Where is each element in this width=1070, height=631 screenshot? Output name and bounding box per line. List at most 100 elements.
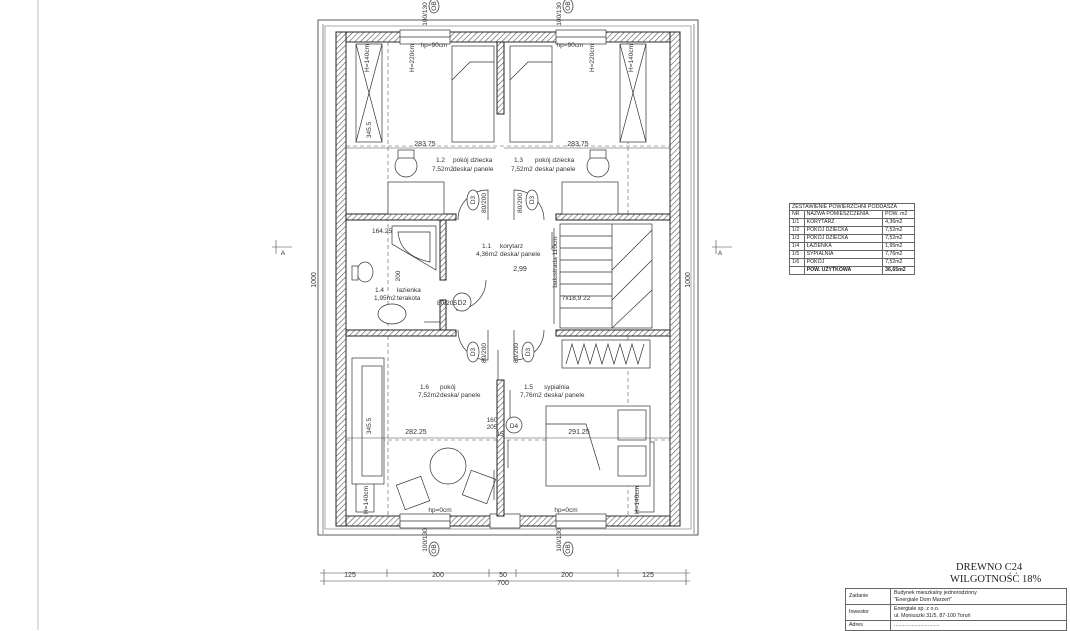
small-dim-2: 205 [487,424,498,431]
roof-window-note-top-right: H=140cm [628,44,635,72]
title-block-row: Zadanie Budynek mieszkalny jednorodzinny… [845,588,1067,605]
cell: POKÓJ [803,258,884,267]
window-size-top-right: 100/130 [556,2,563,26]
title-line-1: Energiale sp. z o.o. [894,606,940,612]
gable-windows [399,29,607,529]
room-id: 1.4 [375,287,384,294]
window-label-bottom-left: OB [431,544,438,553]
dim-bottom-4: 200 [561,572,573,579]
cell: 4,36m2 [882,218,915,227]
table-row: 1/6 POKÓJ 7,52m2 [789,258,915,267]
title-line-2: ul. Moniuszki 31/5, 87-100 Toruń [894,612,971,619]
title-block-row: Inwestor Energiale sp. z o.o. ul. Monius… [845,604,1067,621]
room-name: pokój [440,384,456,391]
table-row: 1/3 POKÓJ DZIECKA 7,52m2 [789,234,915,243]
staircase [553,223,653,329]
cell: 1/6 [789,258,805,267]
window-size-bottom-right: 100/130 [556,528,563,552]
dim-side-right: 1000 [685,272,692,288]
window-note-sill-top-left: hp=90cm [421,42,448,49]
section-mark-left: A [281,250,286,257]
dimension-lines [320,24,695,585]
window-note-head-right: H=220cm [589,44,596,72]
roof-window-note-top-left: H=140cm [364,44,371,72]
cell: POKÓJ DZIECKA [803,226,884,235]
door-label-d2: D2 [458,300,467,307]
dim-bottom-3: 50 [499,572,507,579]
header-nr: NR [789,210,805,219]
bathroom-fixtures [351,225,437,325]
area-table-header: NR NAZWA POMIESZCZENIA POW. m2 [789,210,915,219]
dim-side-left: 1000 [311,272,318,288]
beds [451,45,651,487]
door-label-d3-4: D3 [525,347,532,356]
room-area: 4,36m2 [476,251,498,258]
title-key: Adres [845,620,891,631]
title-line-2: "Energiale Dom Marzeń" [894,596,952,603]
title-value: Budynek mieszkalny jednorodzinny "Energi… [890,588,1067,605]
room-floor: deska/ panele [544,392,585,399]
cell: 7,52m2 [882,258,915,267]
cell: 7,52m2 [882,226,915,235]
area-table: ZESTAWIENIE POWIERZCHNI PODDASZA NR NAZW… [789,203,915,275]
door-size-d3-3: 80/200 [481,343,488,363]
room-1-3-label: 1.3 pokój dziecka 7,52m2 deska/ panele [511,157,576,173]
section-marks [272,240,732,254]
window-note-sill-bottom-right: hp=0cm [554,507,577,514]
cell: 7,76m2 [882,250,915,259]
window-label-top-left: OB [431,1,438,10]
title-line-1: ............................... [894,622,940,628]
room-floor: deska/ panele [453,166,494,173]
window-label-bottom-right: OB [565,544,572,553]
title-key: Zadanie [845,588,891,605]
total-label: POW. UŻYTKOWA [803,266,884,275]
room-floor: deska/ panele [535,166,576,173]
room-area: 7,52m2 [432,166,454,173]
room-1-5-label: 1.5 sypialnia 7,76m2 deska/ panele [520,384,585,399]
window-label-top-right: OB [565,1,572,10]
wardrobe [561,339,651,369]
door-size-d3-1: 80/200 [481,193,488,213]
room-name: sypialnia [544,384,570,391]
title-block-row: Adres ............................... [845,620,1067,631]
cell: 1/3 [789,234,805,243]
cell: 1,95m2 [882,242,915,251]
door-size-d2: 80/205 [437,300,457,307]
dim-bottom-2: 200 [432,572,444,579]
room-floor: deska/ panele [500,251,541,258]
title-value: ............................... [890,620,1067,631]
table-row: 1/1 KORYTARZ 4,36m2 [789,218,915,227]
dim-lower-depth: 345.5 [366,417,373,434]
title-line-1: Budynek mieszkalny jednorodzinny [894,590,977,596]
room-id: 1.2 [436,157,445,164]
room-id: 1.5 [524,384,533,391]
window-note-head-left: H=220cm [409,44,416,72]
door-size-d3-4: 80/200 [513,343,520,363]
window-note-sill-bottom-left: hp=0cm [428,507,451,514]
roof-outline-inner [324,25,692,530]
cell: 7,52m2 [882,234,915,243]
room-floor: deska/ panele [440,392,481,399]
header-area: POW. m2 [882,210,915,219]
level-mark: 2,99 [513,266,527,273]
table-total-row: POW. UŻYTKOWA 36,65m2 [789,266,915,275]
cell: POKÓJ DZIECKA [803,234,884,243]
title-key: Inwestor [845,604,891,621]
header-name: NAZWA POMIESZCZENIA [803,210,884,219]
room-1-2-label: 1.2 pokój dziecka 7,52m2 deska/ panele [432,157,494,173]
door-label-d3-3: D3 [470,347,477,356]
stair-note: balustrada 110cm [552,236,559,287]
window-markers [428,0,574,557]
room-name: pokój dziecka [535,157,575,164]
dim-bath-depth: 200 [395,270,402,281]
door-label-d3-1: D3 [470,195,477,204]
title-value: Energiale sp. z o.o. ul. Moniuszki 31/5,… [890,604,1067,621]
window-note-sill-top-right: hp=90cm [557,42,584,49]
dim-bottom-1: 125 [344,572,356,579]
room-area: 7,52m2 [418,392,440,399]
material-line-1: DREWNO C24 [956,562,1023,573]
dim-upper-left: 283.75 [414,141,436,148]
room-id: 1.1 [482,243,491,250]
table-row: 1/5 SYPIALNIA 7,76m2 [789,250,915,259]
